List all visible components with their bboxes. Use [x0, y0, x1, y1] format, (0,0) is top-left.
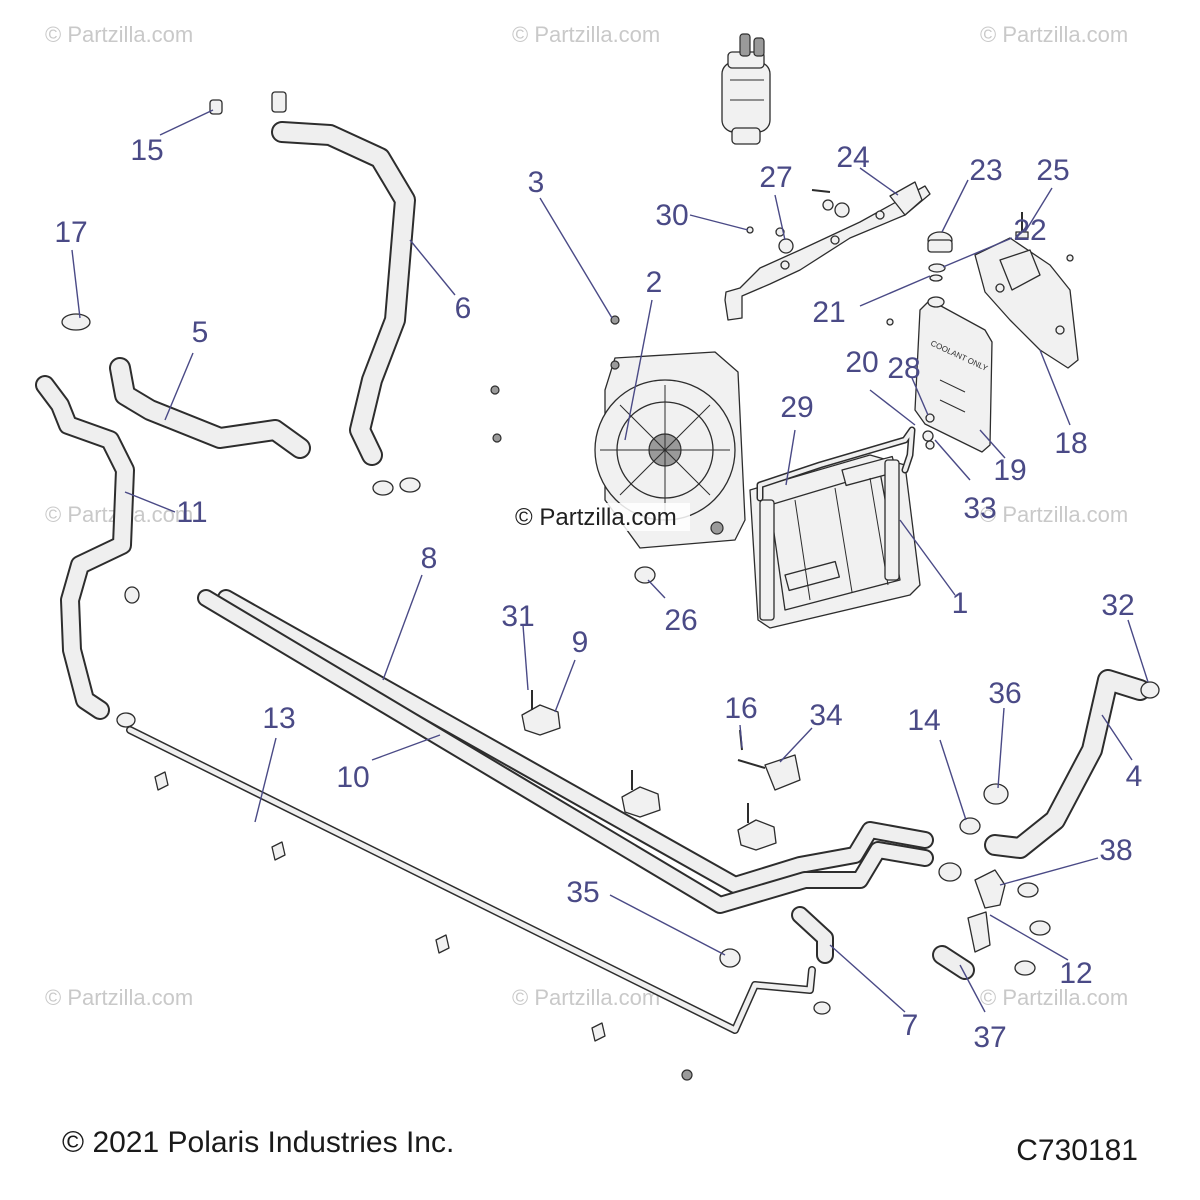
callout-22: 22	[1013, 214, 1046, 247]
callout-19: 19	[993, 454, 1026, 487]
callout-26: 26	[664, 604, 697, 637]
callout-1: 1	[952, 587, 969, 620]
shroud-fasteners	[490, 315, 724, 584]
pipe-10	[197, 589, 934, 914]
leader-lines	[71, 109, 1149, 1013]
watermark-top-left: © Partzilla.com	[45, 22, 193, 47]
callout-32: 32	[1101, 589, 1134, 622]
callout-12: 12	[1059, 957, 1092, 990]
callout-34: 34	[809, 699, 842, 732]
vent-tube	[756, 426, 916, 502]
reservoir-bracket	[974, 237, 1079, 369]
copyright-text: © 2021 Polaris Industries Inc.	[62, 1126, 454, 1159]
watermark-bottom-center: © Partzilla.com	[512, 985, 660, 1010]
hose-4	[984, 669, 1151, 859]
pipe-13-clips	[116, 586, 693, 1081]
top-pump-assembly	[721, 33, 771, 145]
callout-20: 20	[845, 346, 878, 379]
mounting-bracket	[724, 181, 931, 321]
hose-11	[35, 375, 135, 720]
callout-8: 8	[421, 542, 438, 575]
callout-4: 4	[1126, 760, 1143, 793]
pipe-8	[217, 589, 934, 894]
hose-5	[109, 357, 311, 459]
watermark-top-center: © Partzilla.com	[512, 22, 660, 47]
callout-15: 15	[130, 134, 163, 167]
watermark-bottom-left: © Partzilla.com	[45, 985, 193, 1010]
clamp-35	[719, 948, 741, 968]
hose-4-clamps	[938, 681, 1160, 882]
hose-6	[271, 91, 416, 466]
callout-7: 7	[902, 1009, 919, 1042]
watermark-bottom-right: © Partzilla.com	[980, 985, 1128, 1010]
callout-31: 31	[501, 600, 534, 633]
callout-6: 6	[455, 292, 472, 325]
callout-23: 23	[969, 154, 1002, 187]
bolt-25	[1015, 212, 1029, 239]
callout-36: 36	[988, 677, 1021, 710]
callout-24: 24	[836, 141, 869, 174]
callout-13: 13	[262, 702, 295, 735]
fitting-12	[967, 911, 1051, 976]
watermark-mid-right: © Partzilla.com	[980, 502, 1128, 527]
callout-3: 3	[528, 166, 545, 199]
center-watermark-backdrop	[520, 503, 690, 531]
callout-16: 16	[724, 692, 757, 725]
reservoir-bolts	[886, 318, 935, 450]
callout-21: 21	[812, 296, 845, 329]
callout-33: 33	[963, 492, 996, 525]
bracket-fasteners	[746, 189, 850, 254]
callout-5: 5	[192, 316, 209, 349]
callout-2: 2	[646, 266, 663, 299]
callout-17: 17	[54, 216, 87, 249]
callout-37: 37	[973, 1021, 1006, 1054]
fan-shroud	[594, 351, 746, 549]
callout-25: 25	[1036, 154, 1069, 187]
callout-18: 18	[1054, 427, 1087, 460]
coolant-cap-set	[927, 231, 953, 282]
fitting-38	[974, 869, 1039, 909]
fitting-15	[209, 99, 223, 115]
watermark-center: © Partzilla.com	[515, 504, 677, 531]
callout-30: 30	[655, 199, 688, 232]
diagram-code: C730181	[1016, 1134, 1138, 1167]
hose-6-clamps	[372, 477, 421, 496]
pipe-13	[126, 726, 816, 1034]
callout-29: 29	[780, 391, 813, 424]
clamp-assemblies	[521, 690, 777, 851]
switch-34	[737, 729, 801, 791]
fitting-7	[791, 906, 834, 1015]
clamp-17	[61, 313, 91, 331]
coolant-reservoir: COOLANT ONLY	[914, 296, 993, 453]
callout-38: 38	[1099, 834, 1132, 867]
callout-11: 11	[176, 496, 207, 529]
callout-9: 9	[572, 626, 589, 659]
callout-28: 28	[887, 352, 920, 385]
radiator	[749, 454, 921, 629]
watermark-top-right: © Partzilla.com	[980, 22, 1128, 47]
callout-35: 35	[566, 876, 599, 909]
callout-27: 27	[759, 161, 792, 194]
callout-labels: 1 2 3 4 5 6 7 8 9 10 11 12 13 14 15 16 1…	[54, 134, 1142, 1054]
callout-10: 10	[336, 761, 369, 794]
callout-14: 14	[907, 704, 940, 737]
